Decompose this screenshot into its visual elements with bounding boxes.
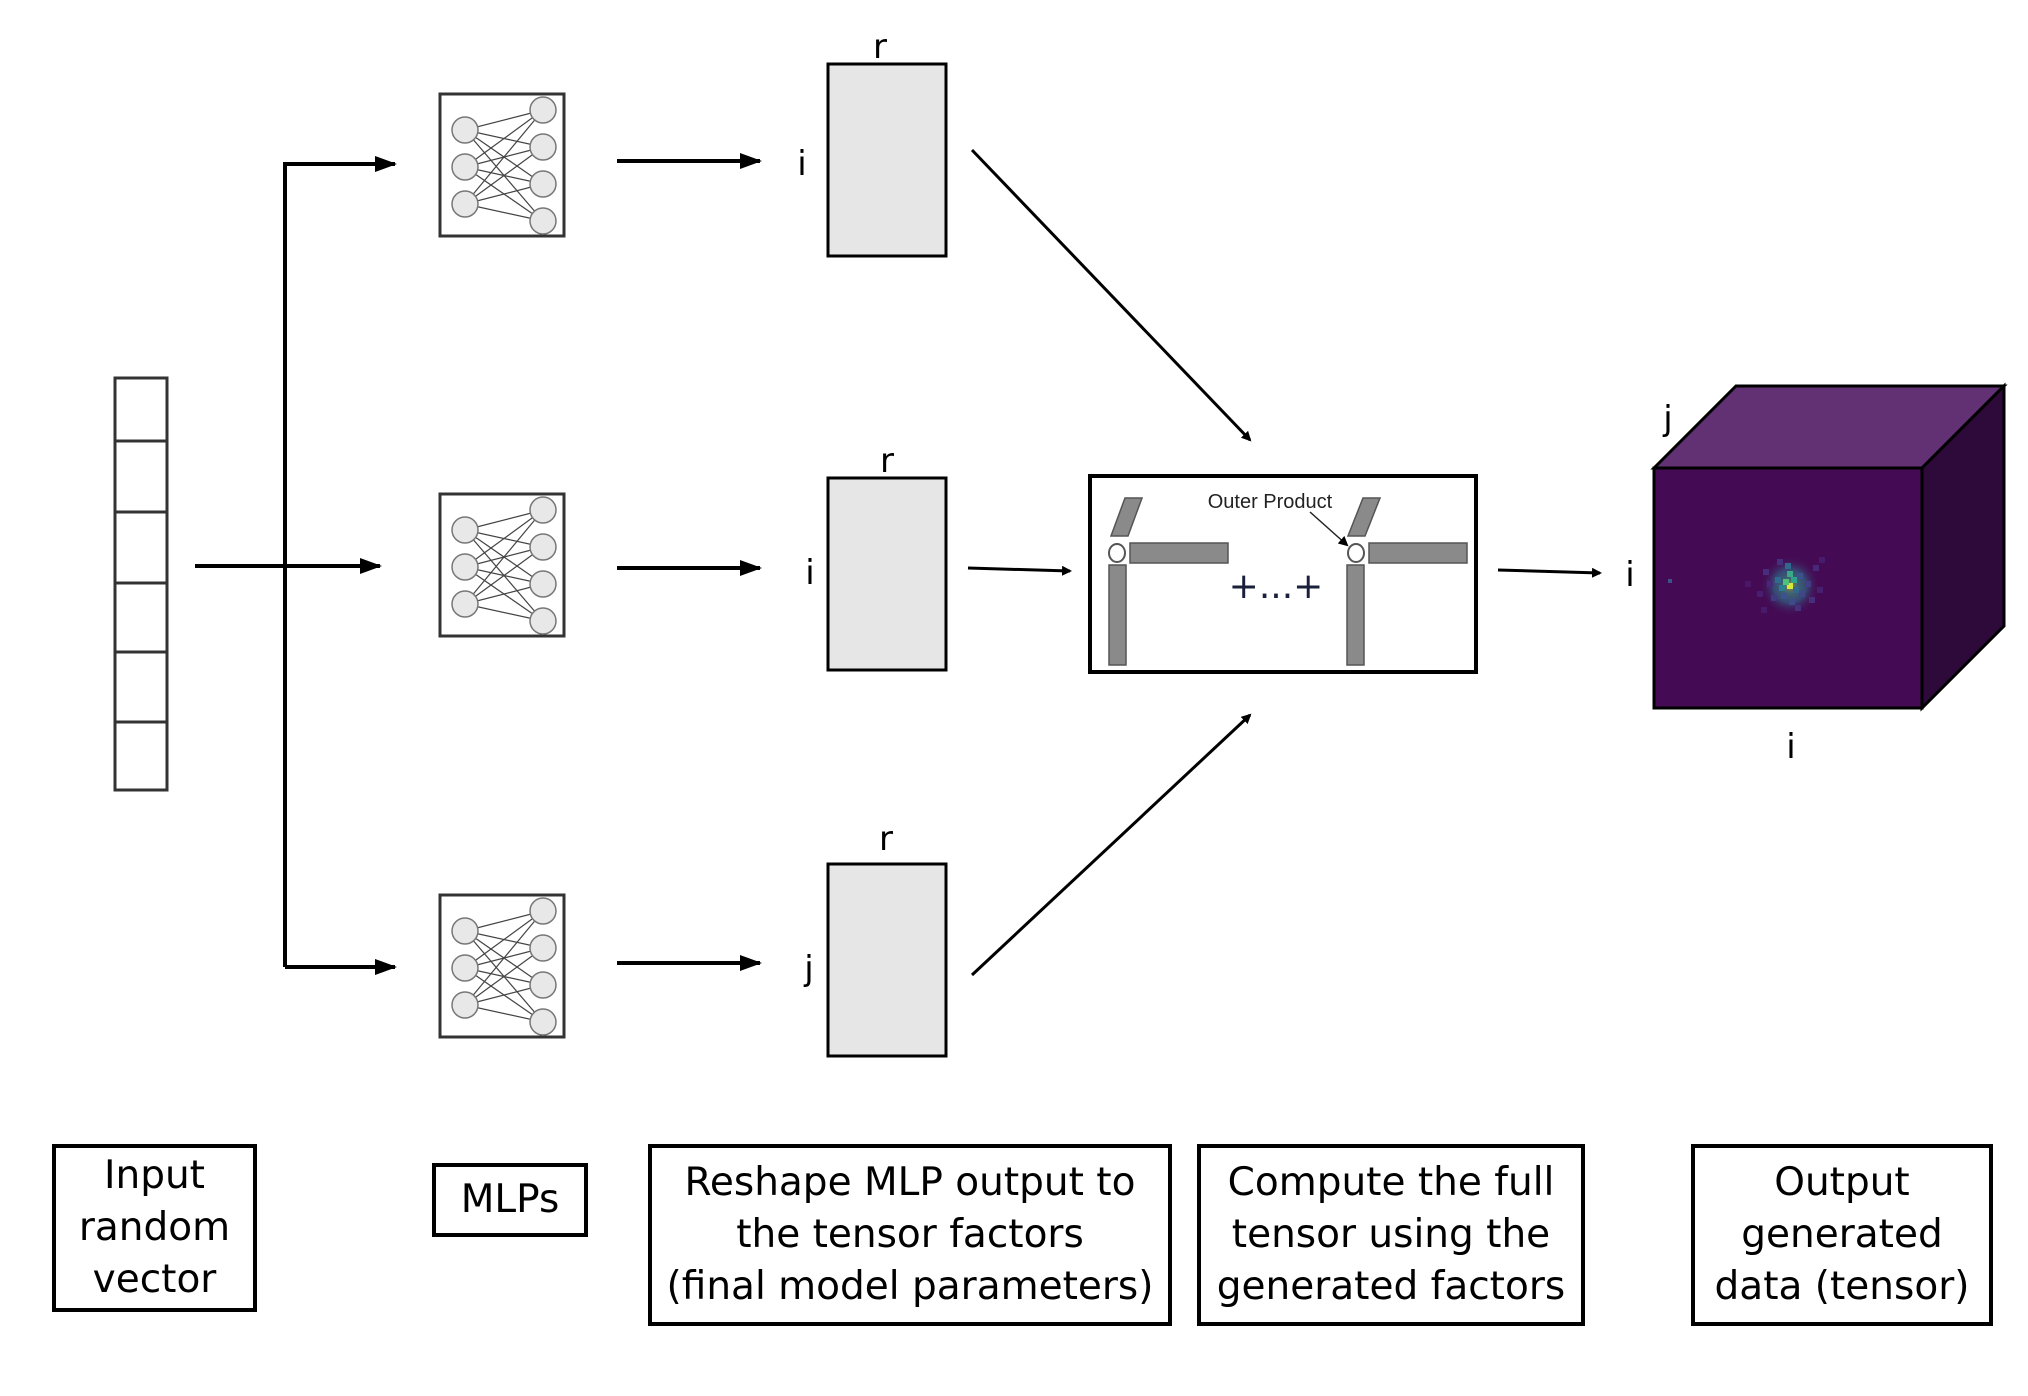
- factor-matrix-2: r i: [805, 441, 948, 672]
- factor-1-top-label: r: [873, 27, 887, 67]
- mlp-group: [438, 92, 566, 1039]
- caption-input-text: Input random vector: [78, 1153, 231, 1302]
- input-random-vector: [113, 376, 169, 792]
- caption-reshape-text: Reshape MLP output to the tensor factors…: [666, 1160, 1154, 1309]
- caption-compute-text: Compute the full tensor using the genera…: [1216, 1160, 1566, 1309]
- factor-1-side-label: i: [797, 144, 806, 184]
- factor-2-side-label: i: [805, 553, 814, 593]
- outer-product-box: +...+ Outer Product: [1088, 474, 1478, 674]
- mlp-network-icon-2: [438, 492, 566, 638]
- mlp-network-icon-3: [438, 893, 566, 1039]
- caption-output-text: Output generated data (tensor): [1714, 1160, 1970, 1309]
- factor-2-top-label: r: [880, 441, 894, 481]
- tensor-side-label: i: [1625, 555, 1634, 595]
- outer-product-sum: +...+: [1229, 566, 1324, 607]
- tensor-heat-spot: [1668, 556, 1825, 616]
- mlp-to-factor-arrows: [617, 153, 762, 971]
- mlp-network-icon-1: [438, 92, 566, 238]
- caption-output: Output generated data (tensor): [1691, 1144, 1993, 1326]
- outer-product-pointer: [1309, 511, 1349, 547]
- rank-one-term-right: [1346, 497, 1468, 666]
- rank-one-term-left: [1108, 497, 1229, 666]
- outer-product-label: Outer Product: [1208, 491, 1333, 513]
- factor-matrix-3: r j: [803, 819, 948, 1058]
- caption-compute: Compute the full tensor using the genera…: [1197, 1144, 1585, 1326]
- output-tensor-cube: j i i: [1625, 382, 2008, 767]
- caption-reshape: Reshape MLP output to the tensor factors…: [648, 1144, 1172, 1326]
- tensor-top-label: j: [1662, 399, 1672, 439]
- caption-input: Input random vector: [52, 1144, 257, 1312]
- branch-connector: [195, 156, 397, 975]
- caption-mlps: MLPs: [432, 1163, 588, 1237]
- factor-3-top-label: r: [879, 819, 893, 859]
- factor-matrix-1: r i: [797, 27, 948, 258]
- factor-3-side-label: j: [803, 949, 813, 989]
- product-to-tensor-arrow: [1497, 567, 1602, 578]
- caption-mlps-text: MLPs: [460, 1177, 560, 1222]
- tensor-bottom-label: i: [1786, 727, 1795, 767]
- factor-to-product-arrows: [967, 148, 1252, 977]
